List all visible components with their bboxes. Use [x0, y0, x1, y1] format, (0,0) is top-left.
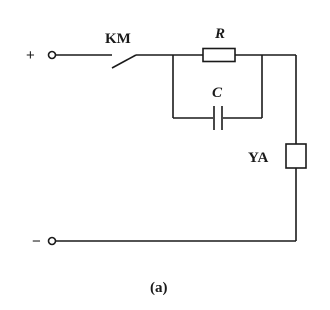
figure-caption: (a) — [150, 280, 168, 296]
positive-terminal-icon — [47, 50, 57, 60]
coil-label: YA — [248, 150, 268, 166]
negative-terminal-icon — [47, 236, 57, 246]
switch-km-icon — [111, 54, 137, 69]
switch-label: KM — [105, 31, 131, 47]
resistor-icon — [202, 47, 236, 63]
coil-icon — [285, 143, 307, 169]
negative-sign: − — [32, 233, 41, 250]
positive-sign: + — [26, 47, 35, 64]
capacitor-label: C — [212, 85, 223, 101]
resistor-label: R — [214, 26, 225, 42]
